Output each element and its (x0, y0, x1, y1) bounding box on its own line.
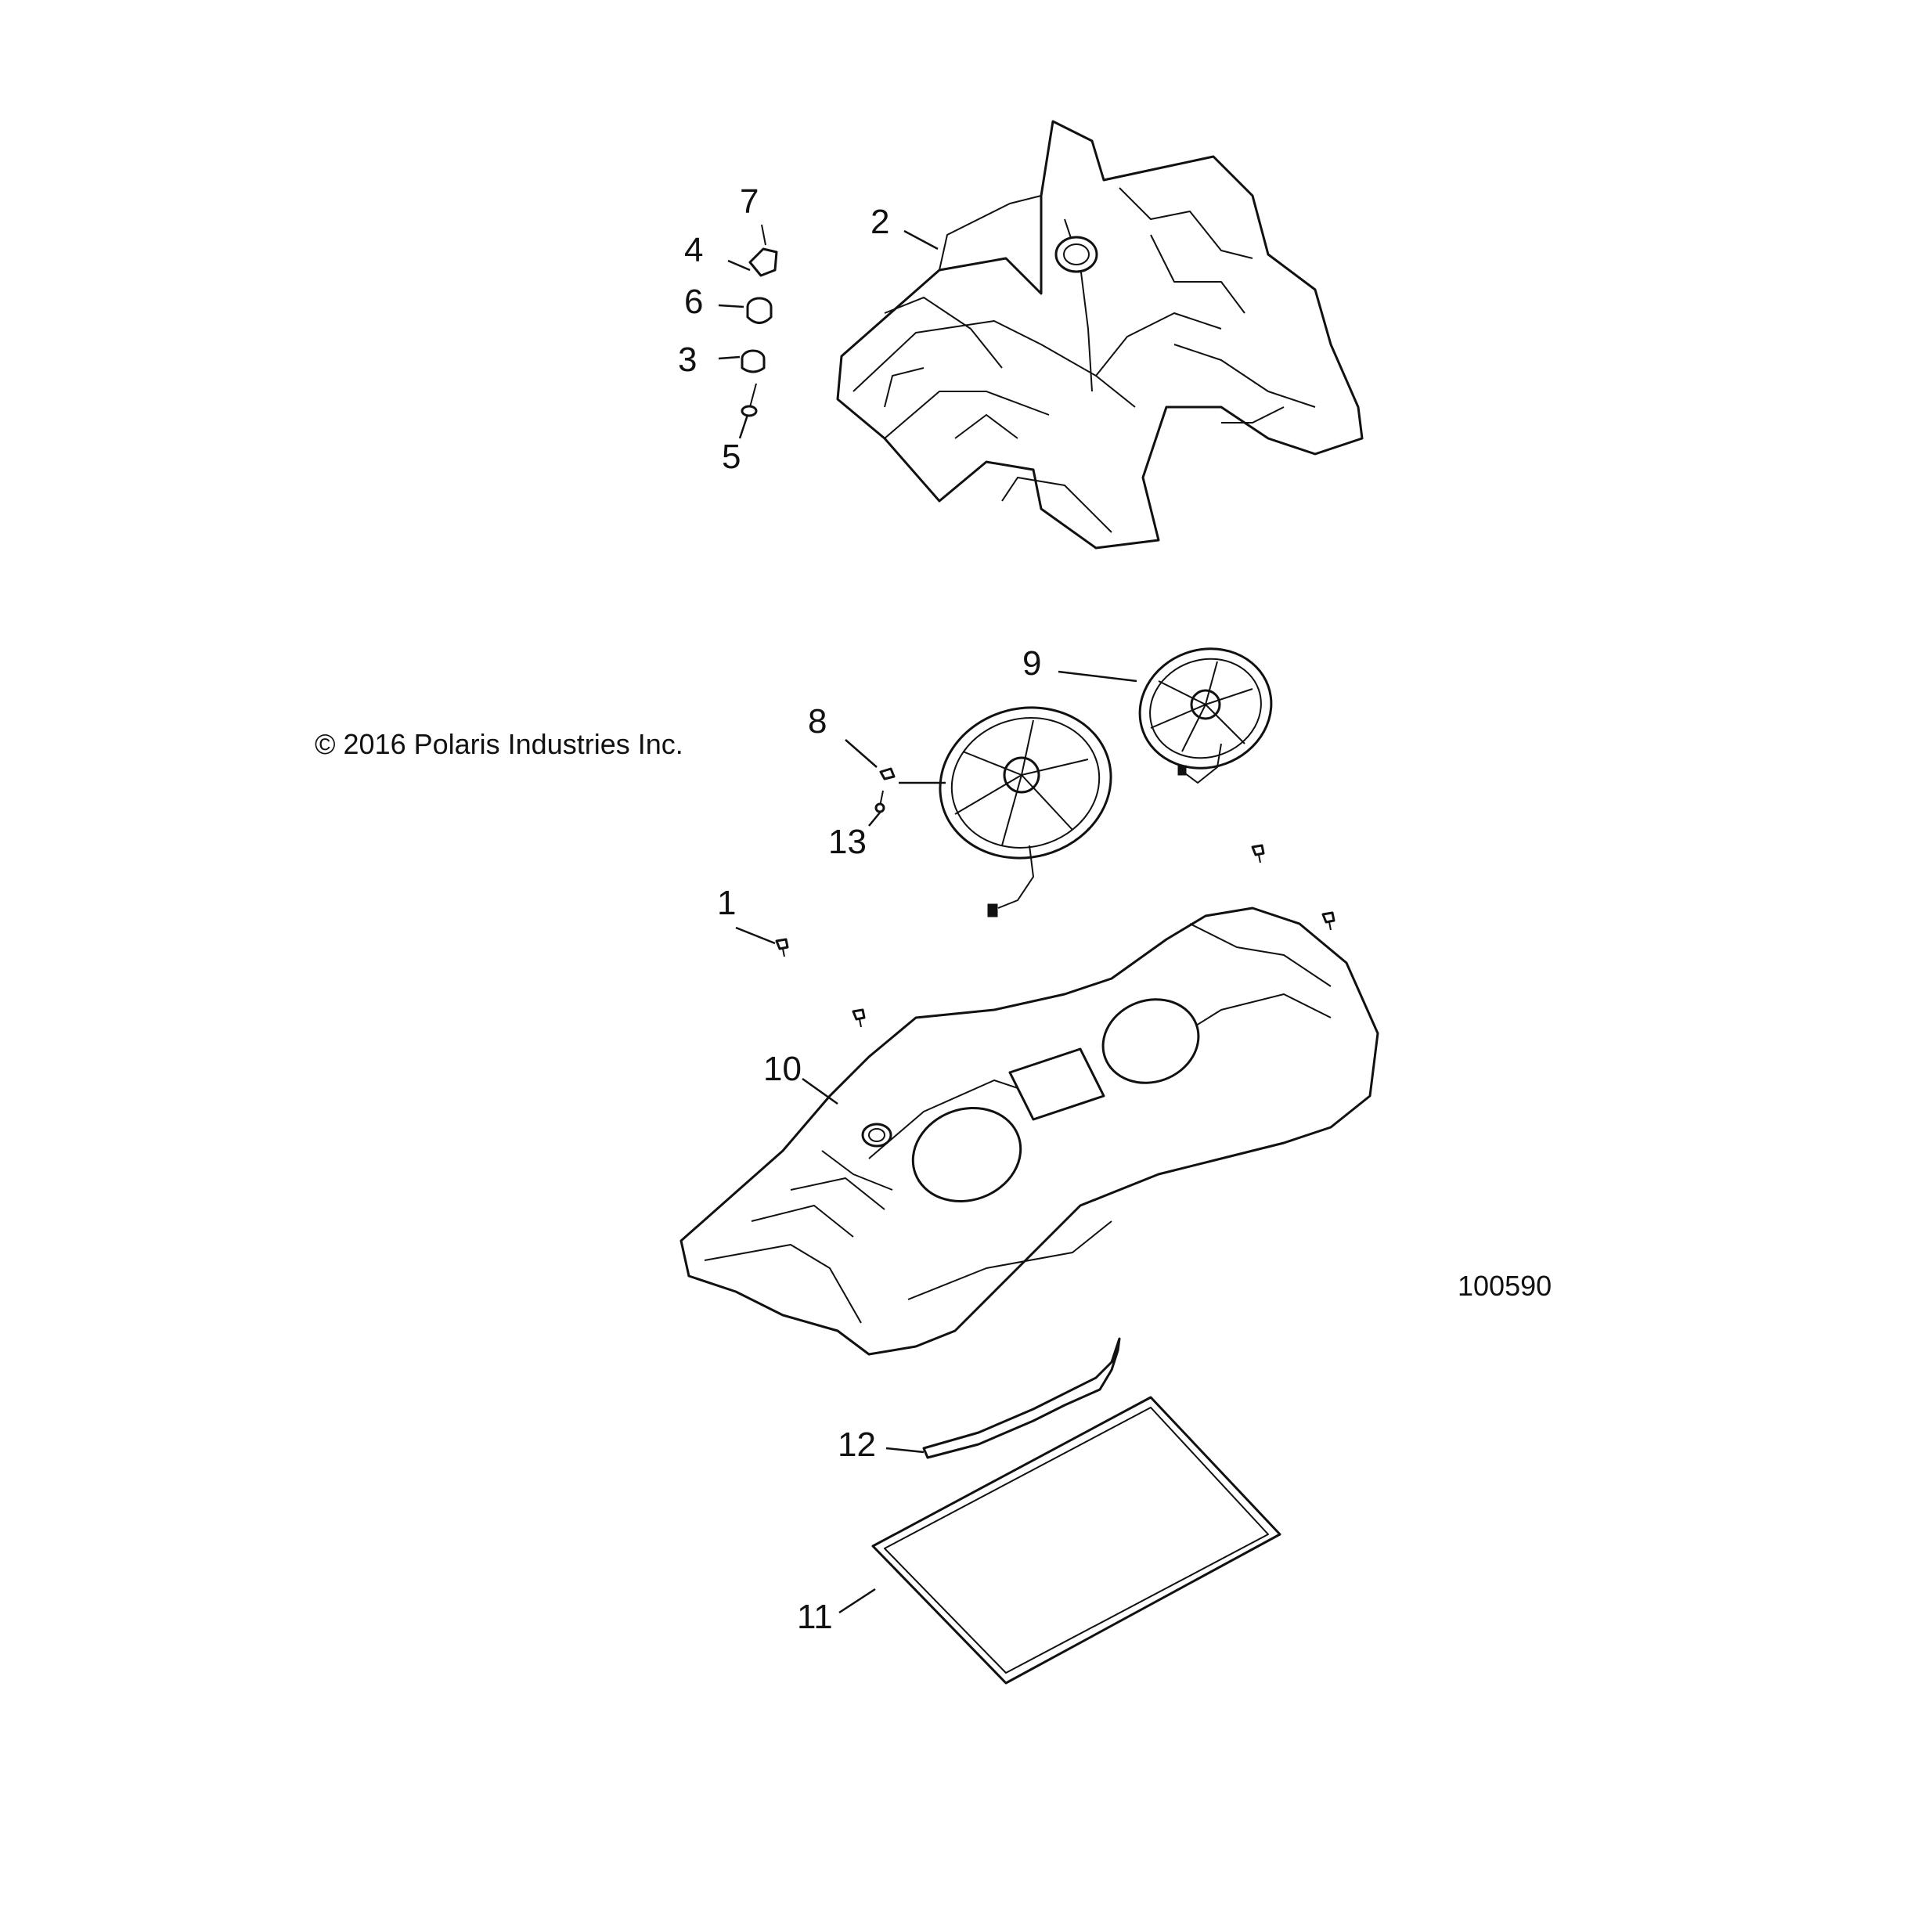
callout-4: 4 (684, 231, 703, 269)
hardware-stack (741, 224, 778, 417)
fan-left (874, 706, 1112, 917)
callout-5: 5 (722, 438, 741, 476)
gasket-frame (871, 1396, 1281, 1685)
callout-10: 10 (763, 1050, 802, 1088)
seal-strip (922, 1337, 1121, 1459)
figure-id: 100590 (1458, 1270, 1552, 1302)
screws (775, 844, 1335, 1028)
callout-3: 3 (678, 341, 697, 379)
callout-11: 11 (797, 1598, 833, 1636)
callout-6: 6 (684, 283, 703, 321)
upper-body-panel (836, 120, 1364, 550)
leader-lines (718, 229, 1137, 1614)
callout-7: 7 (740, 182, 759, 221)
lower-body-panel (679, 907, 1379, 1356)
callout-8: 8 (808, 702, 827, 741)
copyright-text: © 2016 Polaris Industries Inc. (315, 728, 683, 760)
callout-2: 2 (870, 203, 889, 241)
callout-12: 12 (838, 1426, 876, 1464)
callout-1: 1 (717, 884, 736, 922)
callout-13: 13 (828, 823, 867, 861)
callout-9: 9 (1022, 644, 1041, 683)
callout-labels: 7 2 4 6 3 5 9 8 13 1 10 12 11 (678, 182, 1041, 1636)
fan-right (1138, 647, 1273, 784)
